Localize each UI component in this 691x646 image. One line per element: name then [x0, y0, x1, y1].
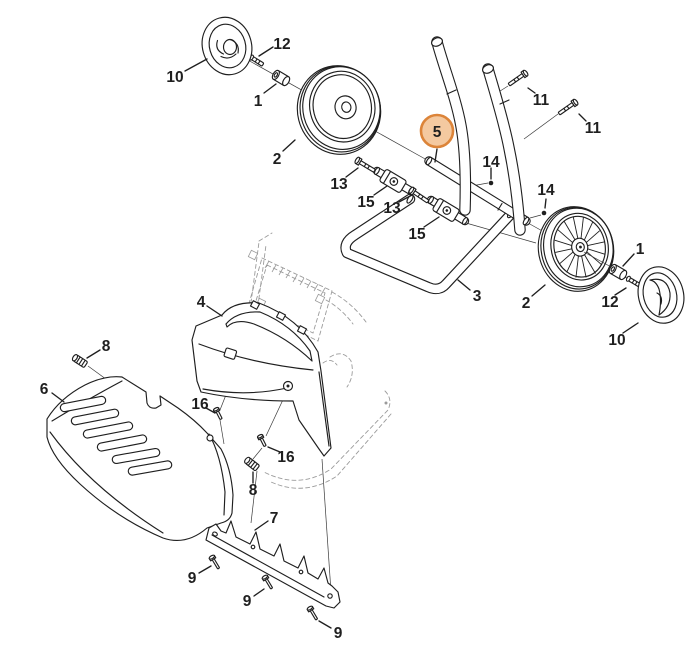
radiator-hatch [264, 260, 326, 296]
highlight-label[interactable]: 5 [433, 124, 442, 141]
callout-16-left[interactable]: 16 [191, 396, 209, 413]
callout-1-left[interactable]: 1 [254, 93, 263, 110]
wheel-spokes [554, 216, 605, 278]
screw-part-11-lower [557, 98, 579, 116]
fender-part-6 [46, 376, 234, 541]
bushing-part-1-left [271, 69, 291, 87]
callout-16-right[interactable]: 16 [277, 449, 295, 466]
callout-14-left[interactable]: 14 [482, 154, 500, 171]
screw-part-13-left [354, 156, 376, 173]
callout-11-lower[interactable]: 11 [585, 120, 602, 137]
hubcap-part-10-left [201, 16, 253, 76]
housing-part-4 [191, 300, 332, 457]
callout-2-left[interactable]: 2 [273, 151, 282, 168]
highlighted-callout-5[interactable]: 5 [419, 113, 455, 149]
screw-part-16-left [212, 406, 223, 420]
callout-3[interactable]: 3 [473, 288, 482, 305]
highlight-circle[interactable] [419, 113, 455, 149]
pin-part-12-right [625, 275, 642, 288]
rail-part-7 [205, 520, 341, 609]
wheel-part-2-left [296, 65, 382, 155]
callout-15-upper[interactable]: 15 [357, 194, 375, 211]
callout-2-right[interactable]: 2 [522, 295, 531, 312]
callout-14-right[interactable]: 14 [537, 182, 555, 199]
axle-tube-part-5 [424, 156, 531, 226]
axle-end-cap [522, 216, 530, 226]
screw-part-9-right [306, 605, 318, 621]
clamp-part-15-left [379, 169, 407, 193]
callout-12-right[interactable]: 12 [601, 294, 618, 311]
callout-9-left[interactable]: 9 [188, 570, 197, 587]
screw-part-9-middle [261, 574, 273, 590]
callout-4[interactable]: 4 [197, 294, 206, 311]
screw-part-16-right [256, 433, 267, 447]
screw-part-11-upper [507, 69, 529, 87]
callout-10-left[interactable]: 10 [166, 69, 183, 86]
wheel-part-2-right [537, 206, 615, 292]
leader-lines [51, 46, 639, 629]
callout-10-right[interactable]: 10 [608, 332, 625, 349]
screw-part-8-lower [244, 456, 260, 472]
callout-6[interactable]: 6 [40, 381, 49, 398]
callout-8-upper[interactable]: 8 [102, 338, 111, 355]
callout-9-right[interactable]: 9 [334, 625, 343, 642]
callout-13-lower[interactable]: 13 [383, 200, 401, 217]
callout-1-right[interactable]: 1 [636, 241, 645, 258]
bushing-part-1-right [608, 263, 628, 281]
callout-12-left[interactable]: 12 [273, 36, 290, 53]
locating-dot-14-right [541, 210, 547, 216]
callout-13-upper[interactable]: 13 [330, 176, 348, 193]
locating-dot-14-left [488, 180, 494, 186]
axle-axis-over-wheel [583, 251, 614, 269]
phantom-machine-outline [247, 232, 392, 489]
callout-8-lower[interactable]: 8 [249, 482, 258, 499]
hubcap-part-10-right [637, 266, 685, 324]
screw-part-9-left [208, 554, 220, 570]
clamp-part-15-right [432, 198, 460, 222]
callout-15-lower[interactable]: 15 [408, 226, 426, 243]
callout-9-middle[interactable]: 9 [243, 593, 252, 610]
callout-11-upper[interactable]: 11 [533, 92, 550, 109]
handlebar-tube-left [431, 36, 472, 216]
screw-part-13-right [408, 186, 430, 204]
screw-part-8-upper [71, 354, 88, 368]
callout-labels: 10 12 1 2 13 15 13 15 14 11 11 14 3 2 1 … [40, 36, 645, 642]
callout-7[interactable]: 7 [270, 510, 279, 527]
handlebar-tube-right [482, 63, 526, 236]
